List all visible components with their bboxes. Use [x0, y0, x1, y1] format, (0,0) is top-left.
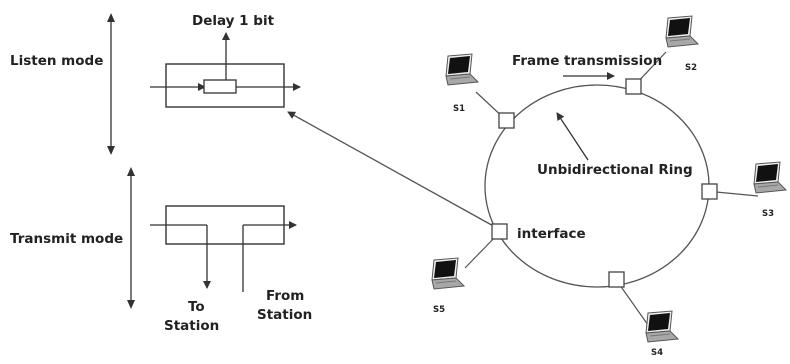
listen-interface-box	[165, 63, 285, 108]
delay-1-bit-label: Delay 1 bit	[192, 13, 275, 29]
interface-node-s5	[491, 223, 508, 240]
listen-mode-interface	[150, 32, 301, 108]
interface-node-s1	[498, 112, 515, 129]
interface-node-s2	[625, 78, 642, 95]
station-s2-label: S2	[685, 63, 697, 73]
listen-mode-label: Listen mode	[10, 53, 103, 69]
unidirectional-ring	[484, 84, 710, 288]
interface-label: interface	[517, 226, 586, 242]
from-station-label-line1: From	[266, 288, 304, 304]
laptop-s4-icon	[645, 310, 679, 343]
frame-transmission-label: Frame transmission	[512, 53, 662, 69]
ring-label-pointer	[556, 112, 589, 161]
transmit-mode-axis-arrow	[127, 167, 135, 309]
laptop-s1-icon	[445, 53, 479, 86]
from-station-label-line2: Station	[257, 307, 312, 323]
laptop-s5-icon	[431, 257, 465, 290]
ring-label: Unbidirectional Ring	[537, 162, 693, 178]
transmit-mode-label: Transmit mode	[10, 231, 123, 247]
interface-zoom-arrow	[287, 111, 498, 229]
listen-mode-axis-arrow	[107, 13, 115, 155]
station-s4-label: S4	[651, 348, 663, 358]
delay-1-bit-buffer	[203, 79, 237, 94]
to-station-label-line1: To	[188, 299, 205, 315]
to-station-label-line2: Station	[164, 318, 219, 334]
station-s3-label: S3	[762, 209, 774, 219]
interface-node-s4	[608, 271, 625, 288]
interface-node-s3	[701, 183, 718, 200]
transmit-mode-interface	[150, 205, 297, 292]
ring-interfaces	[491, 78, 718, 288]
station-s1-label: S1	[453, 104, 465, 114]
laptop-s2-icon	[665, 15, 699, 48]
laptop-s3-icon	[753, 161, 787, 194]
station-s5-label: S5	[433, 305, 445, 315]
